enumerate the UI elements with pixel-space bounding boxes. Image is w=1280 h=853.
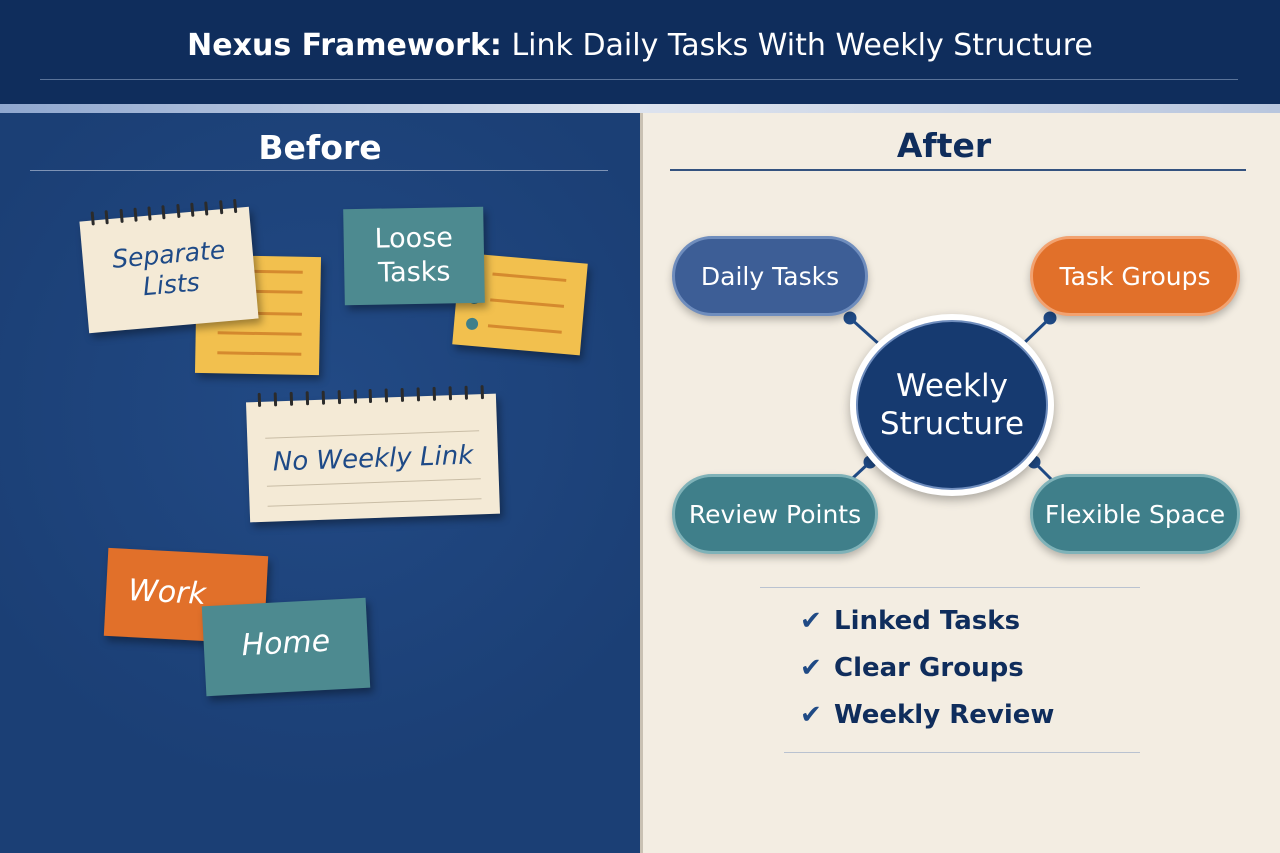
before-divider	[30, 170, 608, 171]
weekly-structure-hub: Weekly Structure	[850, 314, 1054, 496]
benefit-label: Linked Tasks	[834, 606, 1021, 636]
title-rest: Link Daily Tasks With Weekly Structure	[511, 28, 1093, 63]
review-points-node: Review Points	[672, 474, 878, 554]
after-title: After	[896, 126, 992, 165]
benefits-divider-bottom	[784, 752, 1140, 753]
connector-daily	[848, 316, 882, 347]
header-strip	[0, 104, 1280, 113]
checkmark-icon: ✔	[800, 653, 822, 683]
header-divider	[40, 79, 1238, 80]
benefits-divider-top	[760, 587, 1140, 588]
title-bold: Nexus Framework:	[187, 28, 502, 63]
checkmark-icon: ✔	[800, 606, 822, 636]
weekly-structure-label: Weekly Structure	[879, 368, 1025, 442]
after-divider	[670, 169, 1246, 171]
task-groups-node: Task Groups	[1030, 236, 1240, 316]
checkmark-icon: ✔	[800, 700, 822, 730]
page-title: Nexus Framework: Link Daily Tasks With W…	[0, 28, 1280, 63]
header: Nexus Framework: Link Daily Tasks With W…	[0, 0, 1280, 104]
before-title: Before	[258, 128, 382, 167]
flexible-space-node: Flexible Space	[1030, 474, 1240, 554]
benefit-item: ✔ Clear Groups	[800, 653, 1024, 683]
benefit-item: ✔ Weekly Review	[800, 700, 1054, 730]
benefit-label: Weekly Review	[834, 700, 1055, 730]
daily-tasks-node: Daily Tasks	[672, 236, 868, 316]
benefit-label: Clear Groups	[834, 653, 1024, 683]
benefit-item: ✔ Linked Tasks	[800, 606, 1020, 636]
